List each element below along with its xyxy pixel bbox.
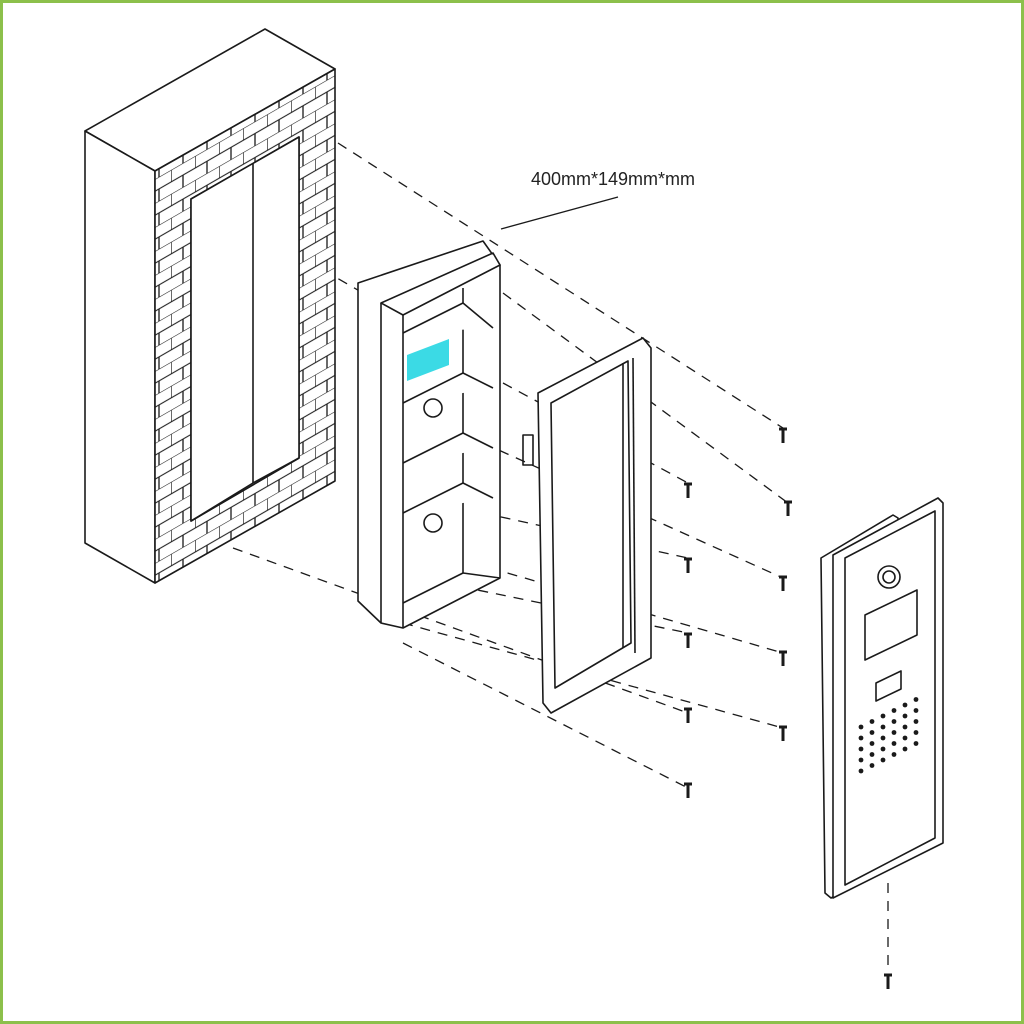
grille-hole xyxy=(880,735,886,741)
screw-icon xyxy=(684,707,692,723)
grille-hole xyxy=(913,697,919,702)
grille-hole xyxy=(858,746,864,752)
display-screen xyxy=(864,589,918,661)
grille-hole xyxy=(880,724,886,730)
diagram-canvas xyxy=(84,28,944,989)
brick-wall xyxy=(84,28,336,584)
screw-icon xyxy=(779,427,787,443)
screw-icon xyxy=(684,482,692,498)
grille-hole xyxy=(902,724,908,730)
grille-hole xyxy=(913,708,919,713)
mounting-frame xyxy=(522,337,652,714)
screw-icon xyxy=(784,500,792,516)
grille-hole xyxy=(902,702,908,708)
screw-icon xyxy=(684,782,692,798)
door-station-panel xyxy=(820,497,944,899)
grille-hole xyxy=(880,746,886,752)
grille-hole xyxy=(880,757,886,763)
screws xyxy=(684,427,892,989)
grille-hole xyxy=(891,752,897,757)
grille-hole xyxy=(869,752,875,757)
grille-hole xyxy=(902,746,908,752)
highlight-label xyxy=(407,339,449,381)
screw-icon xyxy=(779,650,787,666)
grille-hole xyxy=(891,719,897,724)
grille-hole xyxy=(869,719,875,724)
grille-hole xyxy=(858,735,864,741)
grille-hole xyxy=(869,763,875,768)
grille-hole xyxy=(880,713,886,719)
grille-hole xyxy=(902,713,908,719)
grille-hole xyxy=(869,741,875,746)
grille-hole xyxy=(913,741,919,746)
screw-icon xyxy=(884,973,892,989)
screw-icon xyxy=(779,575,787,591)
screw-icon xyxy=(684,632,692,648)
back-box xyxy=(357,240,501,629)
grille-hole xyxy=(891,741,897,746)
grille-hole xyxy=(913,719,919,724)
grille-hole xyxy=(858,757,864,763)
dimension-leader xyxy=(500,196,619,230)
dimension-label: 400mm*149mm*mm xyxy=(531,169,696,189)
grille-hole xyxy=(858,724,864,730)
screw-icon xyxy=(779,725,787,741)
grille-hole xyxy=(902,735,908,741)
grille-hole xyxy=(913,730,919,735)
rfid-area xyxy=(875,670,902,702)
screw-icon xyxy=(684,557,692,573)
grille-hole xyxy=(891,730,897,735)
speaker-grille xyxy=(858,697,919,774)
grille-hole xyxy=(858,768,864,774)
grille-hole xyxy=(869,730,875,735)
grille-hole xyxy=(891,708,897,713)
